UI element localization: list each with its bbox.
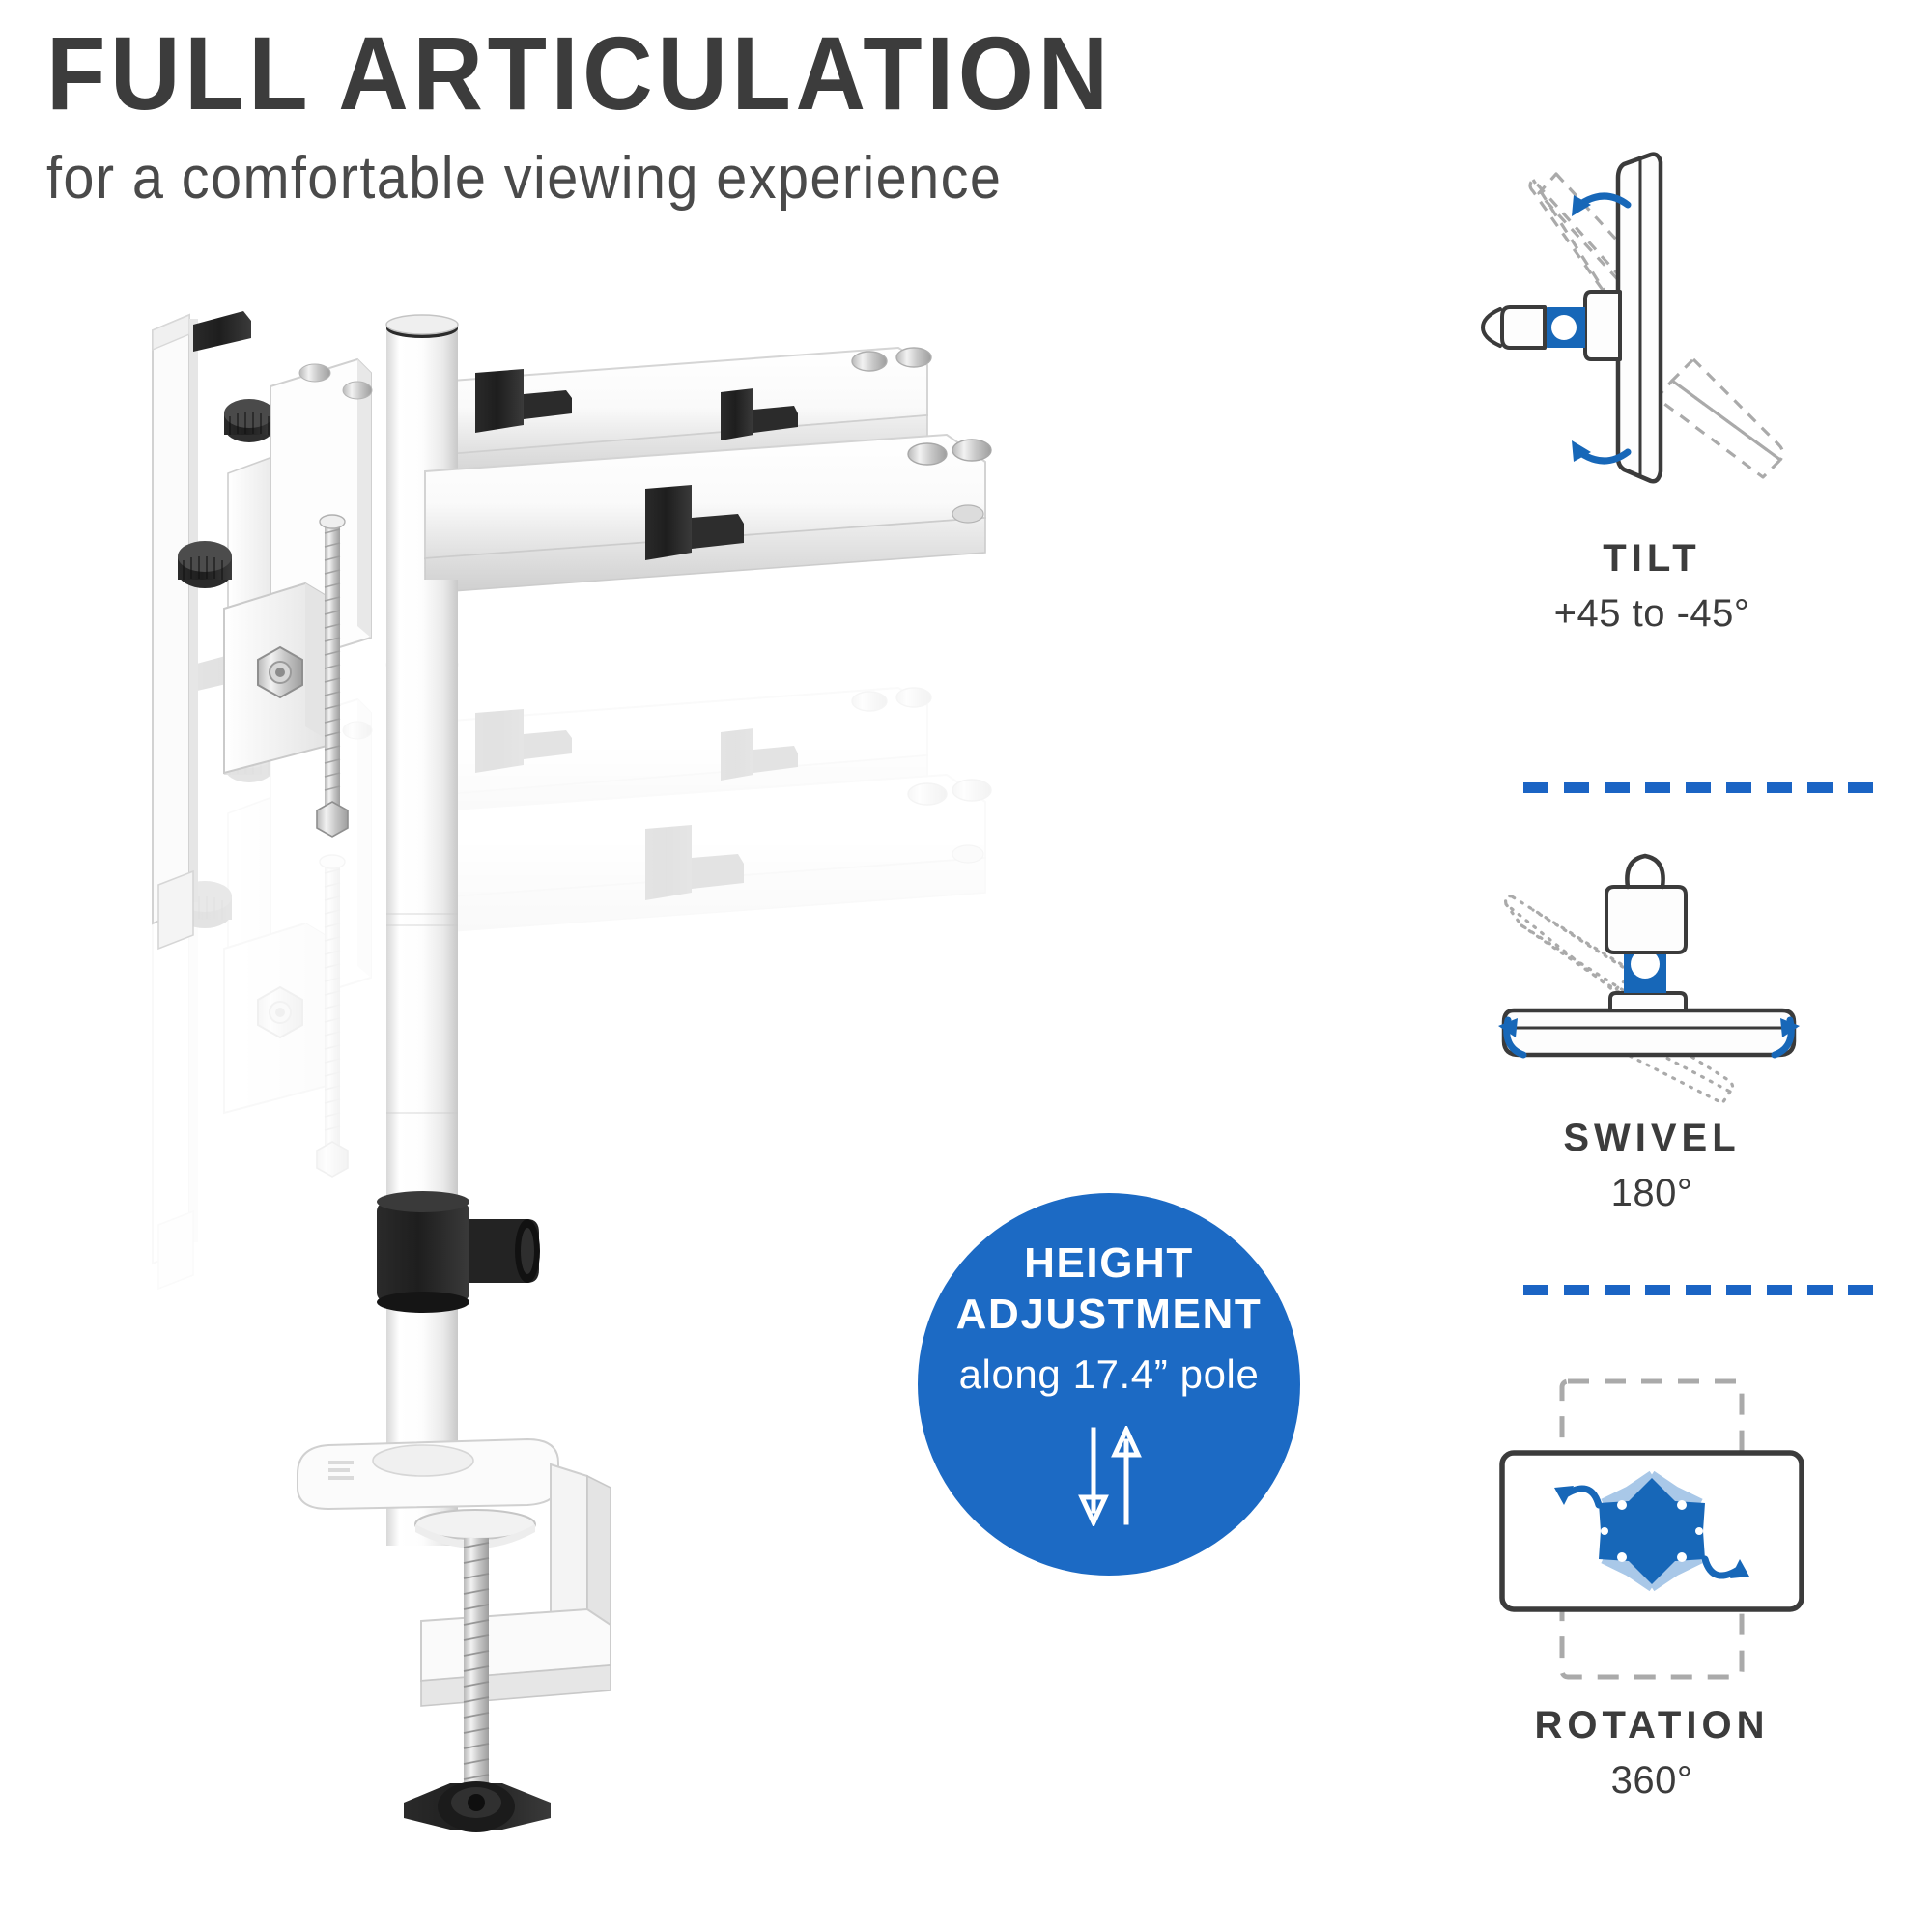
- feature-value: 180°: [1610, 1172, 1693, 1214]
- feature-swivel: SWIVEL 180°: [1372, 821, 1932, 1215]
- feature-tilt: TILT +45 to -45°: [1372, 145, 1932, 636]
- header: FULL ARTICULATION for a comfortable view…: [46, 21, 1399, 209]
- badge-line-3: along 17.4” pole: [958, 1350, 1260, 1397]
- feature-list: TILT +45 to -45°: [1372, 145, 1932, 1913]
- feature-name: TILT: [1603, 537, 1701, 580]
- swivel-icon: [1372, 821, 1932, 1111]
- down-up-arrows-icon: [1055, 1424, 1163, 1531]
- feature-rotation: ROTATION 360°: [1372, 1360, 1932, 1803]
- feature-value: +45 to -45°: [1553, 592, 1750, 635]
- height-lock-collar: [377, 1191, 540, 1313]
- page-subtitle: for a comfortable viewing experience: [46, 145, 1003, 212]
- desk-clamp-base: [297, 1437, 611, 1832]
- clamp-handle: [404, 1781, 551, 1832]
- badge-line-1: HEIGHT: [1024, 1238, 1194, 1287]
- height-adjustment-badge: HEIGHT ADJUSTMENT along 17.4” pole: [918, 1193, 1300, 1576]
- page-title: FULL ARTICULATION: [46, 14, 1113, 131]
- divider-tilt-swivel: [1521, 781, 1887, 793]
- feature-value: 360°: [1610, 1759, 1693, 1802]
- feature-name: SWIVEL: [1563, 1117, 1741, 1159]
- rotation-icon: [1372, 1360, 1932, 1698]
- divider-swivel-rotation: [1521, 1283, 1887, 1295]
- feature-name: ROTATION: [1534, 1704, 1770, 1747]
- badge-line-2: ADJUSTMENT: [955, 1291, 1263, 1339]
- product-image: [135, 290, 1063, 1855]
- tilt-icon: [1372, 145, 1932, 531]
